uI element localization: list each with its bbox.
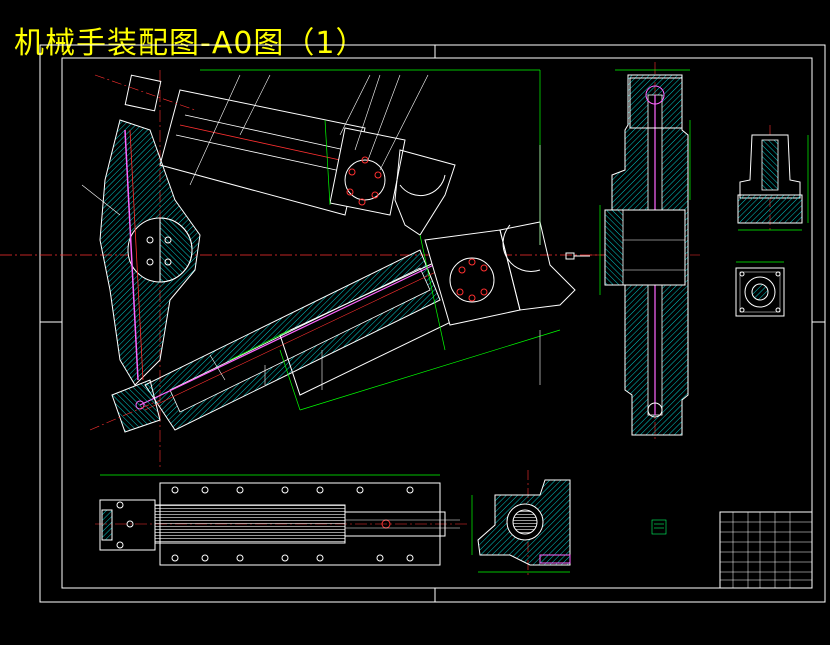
lower-arm-rod	[139, 261, 441, 406]
leader-line	[339, 74, 371, 136]
section-shaft	[512, 509, 538, 535]
upper-bolt-circle	[344, 159, 386, 201]
lower-plan-view	[95, 474, 470, 566]
plan-end-cap	[101, 509, 113, 541]
outer-frame	[39, 44, 826, 603]
lower-bolt	[480, 288, 488, 296]
side-section-view	[590, 62, 700, 440]
leader-line	[81, 184, 121, 216]
square-hole	[775, 307, 781, 313]
square-bore	[744, 276, 776, 308]
upper-bolt	[371, 191, 379, 199]
leader-line	[209, 354, 226, 381]
square-hole	[775, 271, 781, 277]
leader-line	[379, 74, 429, 171]
pivot-hole	[164, 258, 172, 266]
side-top-bearing	[645, 85, 665, 105]
lower-bolt	[458, 266, 466, 274]
lower-bolt	[468, 258, 476, 266]
section-slot	[539, 554, 571, 564]
loose-bolt	[565, 252, 590, 260]
main-assembly-view	[81, 69, 576, 433]
dimension-line	[299, 329, 561, 411]
title-block	[719, 511, 813, 589]
lower-bolt	[480, 264, 488, 272]
lower-gripper-block	[424, 229, 521, 326]
lower-end-pin	[135, 400, 145, 410]
base-rod	[124, 129, 139, 381]
upper-bolt	[346, 188, 354, 196]
leader-line	[367, 74, 401, 161]
lower-bolt	[456, 288, 464, 296]
base-rod	[129, 129, 144, 381]
inner-frame	[61, 57, 813, 589]
lower-jaw-arc	[502, 224, 541, 272]
leader-line	[189, 74, 241, 186]
plan-cylinder	[154, 504, 346, 544]
upper-bolt	[358, 198, 366, 206]
dimension-line	[279, 349, 301, 411]
upper-end-cap	[124, 74, 162, 112]
plan-bolt-row	[116, 486, 414, 562]
square-flange	[735, 267, 785, 317]
pivot-hole	[146, 236, 154, 244]
lower-section-view	[471, 470, 571, 575]
upper-gripper-block	[329, 127, 406, 216]
pivot-hole	[146, 258, 154, 266]
upper-jaw-arc	[399, 174, 446, 197]
top-detail-view	[737, 125, 809, 231]
square-hole	[739, 307, 745, 313]
upper-arm-rod	[184, 114, 346, 151]
pivot-hole	[164, 236, 172, 244]
square-hole	[739, 271, 745, 277]
leader-line	[239, 74, 271, 136]
lower-bolt	[468, 294, 476, 302]
side-flange-hatch	[604, 209, 624, 286]
upper-arm-rod	[175, 134, 337, 171]
dimension-line	[419, 234, 446, 351]
upper-bolt	[374, 171, 382, 179]
title-block-frame	[719, 511, 813, 589]
lower-arm-rod	[144, 269, 441, 411]
drawing-title: 机械手装配图-A0图（1）	[14, 26, 367, 61]
square-bore-inner	[751, 283, 769, 301]
detail-slot	[761, 139, 779, 191]
leader-line	[354, 74, 381, 151]
lower-arm-core	[169, 267, 431, 413]
lower-bolt-circle	[449, 257, 495, 303]
upper-jaw	[394, 149, 456, 236]
dimension-line	[324, 119, 331, 206]
pivot-half	[159, 217, 193, 283]
upper-arm-body	[159, 89, 366, 216]
square-flange-inner	[739, 271, 781, 313]
plan-piston	[344, 511, 446, 537]
detail-base	[737, 194, 803, 224]
red-axis	[89, 399, 161, 431]
side-top-head	[629, 77, 683, 129]
upper-bolt	[348, 168, 356, 176]
top-bolt-view	[735, 261, 785, 317]
side-bottom-bearing	[647, 402, 663, 418]
dimension-line	[229, 329, 291, 361]
upper-arm-rod	[179, 124, 341, 161]
note-mark	[651, 519, 667, 535]
